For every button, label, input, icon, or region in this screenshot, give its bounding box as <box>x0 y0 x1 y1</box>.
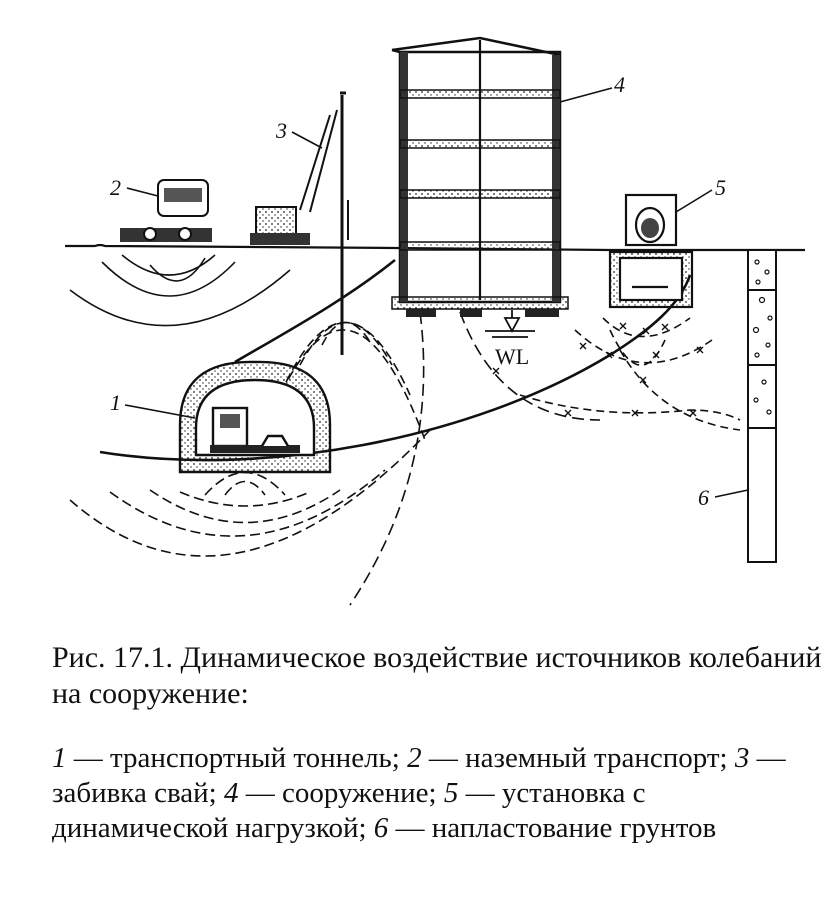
surface-vehicle <box>120 179 212 242</box>
legend-number: 1 <box>52 742 67 774</box>
caption-legend: 1 — транспортный тоннель; 2 — наземный т… <box>52 741 822 846</box>
dynamic-load-installation <box>608 193 694 309</box>
transport-tunnel <box>178 360 332 474</box>
legend-text: установка с динамической нагрузкой; <box>52 777 646 844</box>
legend-dash: — <box>238 777 282 809</box>
wave-node-marks <box>492 322 704 417</box>
legend-dash: — <box>421 742 466 774</box>
label-1: 1 <box>110 390 121 415</box>
legend-text: забивка свай; <box>52 777 224 809</box>
legend-text: сооружение; <box>281 777 444 809</box>
legend-number: 4 <box>223 777 239 809</box>
label-3: 3 <box>275 118 287 143</box>
figure-caption: Рис. 17.1. Динамическое воздействие исто… <box>52 640 822 875</box>
legend-text: наземный транспорт; <box>465 742 735 774</box>
legend-dash: — <box>66 742 110 774</box>
legend-number: 5 <box>443 777 459 809</box>
foundation-vibration-waves <box>349 311 601 606</box>
ground-surface <box>65 243 805 252</box>
vibration-sources-diagram: WL <box>65 36 805 606</box>
machine-vibration-waves <box>519 317 741 431</box>
legend-text: транспортный тоннель; <box>110 742 408 774</box>
traffic-vibration-waves <box>69 254 291 327</box>
legend-number: 2 <box>407 742 422 774</box>
legend-number: 6 <box>373 812 389 844</box>
water-level-marker <box>485 310 535 338</box>
building <box>391 36 569 317</box>
soil-column <box>747 249 777 563</box>
label-5: 5 <box>715 175 726 200</box>
label-6: 6 <box>698 485 709 510</box>
label-4: 4 <box>614 72 625 97</box>
pile-driver <box>250 91 349 355</box>
callout-leaders <box>124 87 749 498</box>
legend-text: напластование грунтов <box>431 812 717 844</box>
label-2: 2 <box>110 175 121 200</box>
legend-number: 3 <box>734 742 750 774</box>
legend-dash: — <box>458 777 502 809</box>
legend-dash: — <box>388 812 432 844</box>
caption-title: Рис. 17.1. Динамическое воздействие исто… <box>52 641 822 710</box>
legend-dash: — <box>749 742 786 774</box>
water-level-label: WL <box>495 344 529 369</box>
